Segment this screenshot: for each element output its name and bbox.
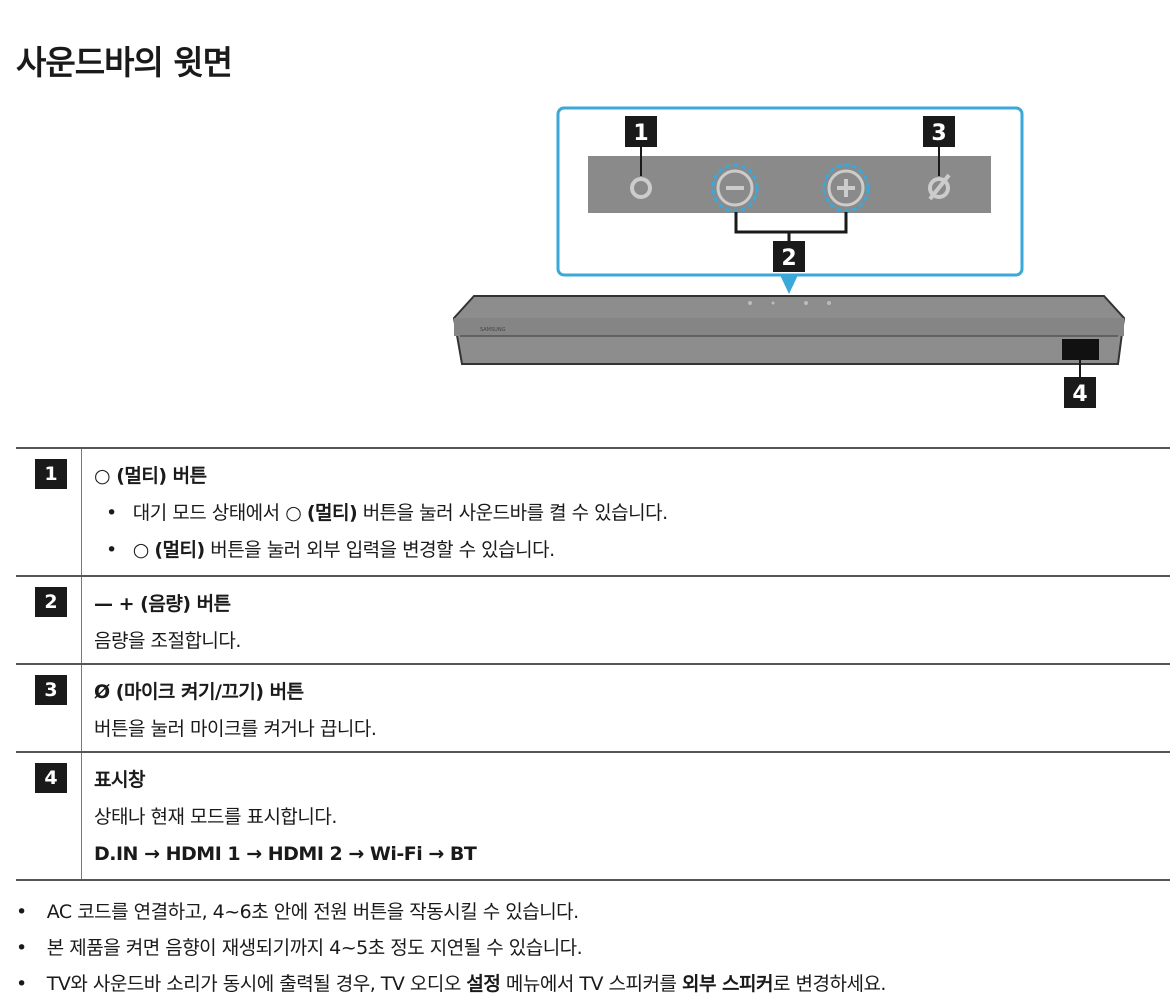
volume-up-icon xyxy=(822,163,870,213)
row-number: 2 xyxy=(35,587,67,617)
svg-text:SAMSUNG: SAMSUNG xyxy=(480,327,506,333)
multi-button-icon xyxy=(630,177,652,199)
svg-text:4: 4 xyxy=(1072,382,1087,407)
row-number: 1 xyxy=(35,459,67,489)
soundbar: SAMSUNG xyxy=(452,295,1126,365)
row-heading: Ø (마이크 켜기/끄기) 버튼 xyxy=(94,681,304,703)
row-heading: — + (음량) 버튼 xyxy=(94,593,231,615)
table-row: 2 — + (음량) 버튼 음량을 조절합니다. xyxy=(16,577,1170,665)
button-panel xyxy=(588,156,991,213)
callout-4: 4 xyxy=(1064,377,1096,408)
list-item: 본 제품을 켜면 음향이 재생되기까지 4~5초 정도 지연될 수 있습니다. xyxy=(16,930,886,966)
callout-2: 2 xyxy=(773,241,805,272)
list-item: ○ (멀티) 버튼을 눌러 외부 입력을 변경할 수 있습니다. xyxy=(94,532,1170,569)
callout-1: 1 xyxy=(625,116,657,147)
notes-list: AC 코드를 연결하고, 4~6초 안에 전원 버튼을 작동시킬 수 있습니다.… xyxy=(16,894,887,1002)
svg-text:3: 3 xyxy=(931,121,946,146)
row-description: 상태나 현재 모드를 표시합니다. xyxy=(94,806,337,828)
row-heading: 표시창 xyxy=(94,769,145,791)
parts-table: 1 ○ (멀티) 버튼 대기 모드 상태에서 ○ (멀티) 버튼을 눌러 사운드… xyxy=(16,447,1170,881)
row-number: 3 xyxy=(35,675,67,705)
mic-off-icon: Ø xyxy=(94,681,110,703)
row-description: 음량을 조절합니다. xyxy=(94,630,241,652)
volume-icon: — + xyxy=(94,593,135,615)
list-item: AC 코드를 연결하고, 4~6초 안에 전원 버튼을 작동시킬 수 있습니다. xyxy=(16,894,886,930)
multi-icon: ○ xyxy=(132,539,150,561)
svg-text:1: 1 xyxy=(633,121,648,146)
mic-off-icon xyxy=(928,173,951,201)
row-description: 버튼을 눌러 마이크를 켜거나 끕니다. xyxy=(94,718,377,740)
page-title: 사운드바의 윗면 xyxy=(16,43,233,82)
list-item: TV와 사운드바 소리가 동시에 출력될 경우, TV 오디오 설정 메뉴에서 … xyxy=(16,966,887,1002)
table-row: 3 Ø (마이크 켜기/끄기) 버튼 버튼을 눌러 마이크를 켜거나 끕니다. xyxy=(16,665,1170,753)
callout-3: 3 xyxy=(923,116,955,147)
multi-icon: ○ xyxy=(285,502,302,524)
table-row: 4 표시창 상태나 현재 모드를 표시합니다. D.IN → HDMI 1 → … xyxy=(16,753,1170,881)
soundbar-top-diagram: 1 3 2 SAMSUNG 4 xyxy=(452,106,1126,408)
volume-down-icon xyxy=(711,163,759,213)
input-sequence: D.IN → HDMI 1 → HDMI 2 → Wi-Fi → BT xyxy=(94,843,477,865)
svg-text:2: 2 xyxy=(781,246,796,271)
row-heading: ○ (멀티) 버튼 xyxy=(94,465,207,487)
row-number: 4 xyxy=(35,763,67,793)
multi-icon: ○ xyxy=(94,465,111,487)
display-window xyxy=(1062,339,1099,360)
table-row: 1 ○ (멀티) 버튼 대기 모드 상태에서 ○ (멀티) 버튼을 눌러 사운드… xyxy=(16,449,1170,577)
list-item: 대기 모드 상태에서 ○ (멀티) 버튼을 눌러 사운드바를 켤 수 있습니다. xyxy=(94,495,1170,532)
callout-pointer xyxy=(780,275,798,294)
